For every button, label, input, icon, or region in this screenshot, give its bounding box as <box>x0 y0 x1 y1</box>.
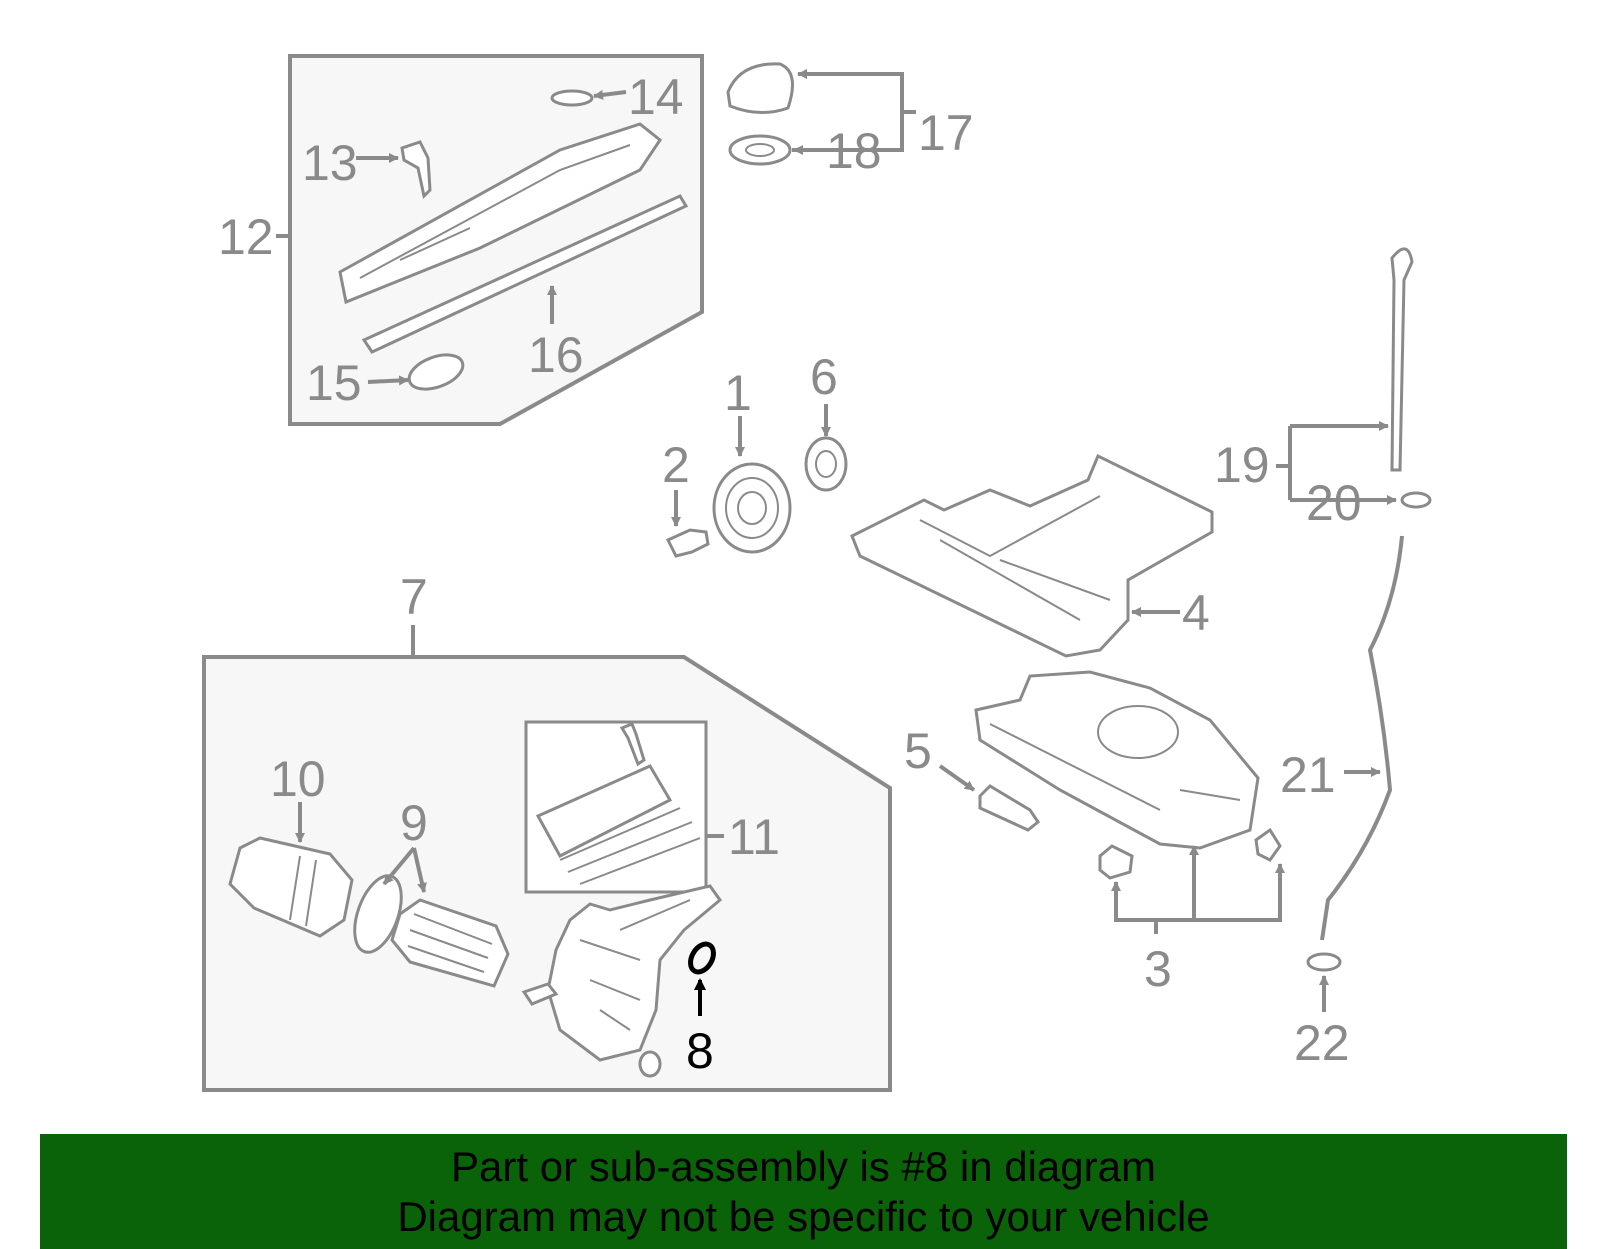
housing-detail <box>579 899 691 1031</box>
leader-9b <box>412 847 427 893</box>
baffle-ribs <box>919 495 1111 621</box>
part-5-group: 5 <box>904 723 1041 832</box>
highlighted-seal-8 <box>688 941 716 975</box>
part-3-group: 3 <box>1098 827 1285 997</box>
oil-pan-sump <box>1097 705 1179 759</box>
front-seal <box>804 436 848 492</box>
leader-15 <box>367 375 409 386</box>
callout-17: 17 <box>918 105 974 161</box>
oil-pan-group: 4 <box>850 453 1260 850</box>
callout-2: 2 <box>662 437 690 493</box>
oil-pan <box>974 670 1260 850</box>
cover-bolt <box>619 722 646 767</box>
filler-cap-group: 17 18 <box>726 62 974 179</box>
oil-pan-detail <box>989 723 1241 811</box>
callout-11: 11 <box>728 809 780 865</box>
callout-18: 18 <box>826 123 882 179</box>
info-banner: Part or sub-assembly is #8 in diagram Di… <box>40 1134 1567 1249</box>
dipstick-group: 19 20 21 22 <box>1214 247 1432 1071</box>
valve-cover-detail <box>359 144 631 279</box>
callout-6: 6 <box>810 349 838 405</box>
housing-cover <box>535 764 673 858</box>
pulley-bolt <box>665 528 710 558</box>
box-7-group: 7 10 9 11 8 <box>202 569 892 1092</box>
filter-cap-ribs <box>289 855 317 927</box>
callout-1: 1 <box>724 365 752 421</box>
callout-4: 4 <box>1182 585 1210 641</box>
callout-8: 8 <box>686 1023 714 1079</box>
leader-5 <box>938 764 976 792</box>
front-seal-inner <box>815 450 837 478</box>
callout-13: 13 <box>302 135 358 191</box>
banner-line-2: Diagram may not be specific to your vehi… <box>397 1193 1210 1240</box>
callout-15: 15 <box>306 355 362 411</box>
filler-cap-seal-inner <box>745 143 775 157</box>
leader-3-bracket <box>1114 912 1282 922</box>
callout-20: 20 <box>1306 475 1362 531</box>
callout-12: 12 <box>218 209 274 265</box>
valve-cover-gasket <box>361 194 689 354</box>
seal-14 <box>550 89 594 107</box>
banner-line-1: Part or sub-assembly is #8 in diagram <box>451 1143 1156 1190</box>
parts-diagram: 12 13 14 15 16 17 18 1 2 6 <box>202 54 1432 1092</box>
seal-20 <box>1400 491 1432 509</box>
filter-pleats <box>407 913 493 973</box>
pulley-groove-1 <box>725 477 779 539</box>
filler-cap-seal <box>728 134 792 166</box>
drain-plug <box>1254 827 1282 862</box>
oil-pan-baffle <box>850 453 1214 658</box>
callout-21: 21 <box>1280 747 1336 803</box>
callout-22: 22 <box>1294 1015 1350 1071</box>
callout-16: 16 <box>528 327 584 383</box>
housing-bolt <box>521 982 559 1006</box>
dipstick-tube <box>1320 535 1404 941</box>
oil-level-sensor <box>1098 844 1134 880</box>
housing-plug-seal <box>638 1050 662 1078</box>
callout-9: 9 <box>400 795 428 851</box>
oil-filter-element <box>390 898 510 988</box>
callout-19: 19 <box>1214 437 1270 493</box>
valve-cover <box>338 122 663 305</box>
oil-filter-housing <box>546 884 723 1062</box>
oil-filter-cap <box>228 836 354 938</box>
callout-5: 5 <box>904 723 932 779</box>
leader-14 <box>593 89 627 100</box>
oil-filler-cap <box>726 62 794 114</box>
box-12-group: 12 13 14 15 16 <box>218 54 704 426</box>
seal-15 <box>407 353 465 391</box>
callout-7: 7 <box>400 569 428 625</box>
seal-22 <box>1306 952 1342 972</box>
pulley-hub <box>737 491 767 525</box>
pulley-group: 1 2 6 <box>662 349 848 558</box>
callout-14: 14 <box>628 69 684 125</box>
dipstick <box>1390 247 1414 472</box>
callout-10: 10 <box>270 751 326 807</box>
callout-3: 3 <box>1144 941 1172 997</box>
part-5 <box>978 784 1041 832</box>
valve-cover-bolt <box>400 140 432 200</box>
cover-gasket <box>559 807 701 885</box>
leader-9a <box>382 846 416 886</box>
